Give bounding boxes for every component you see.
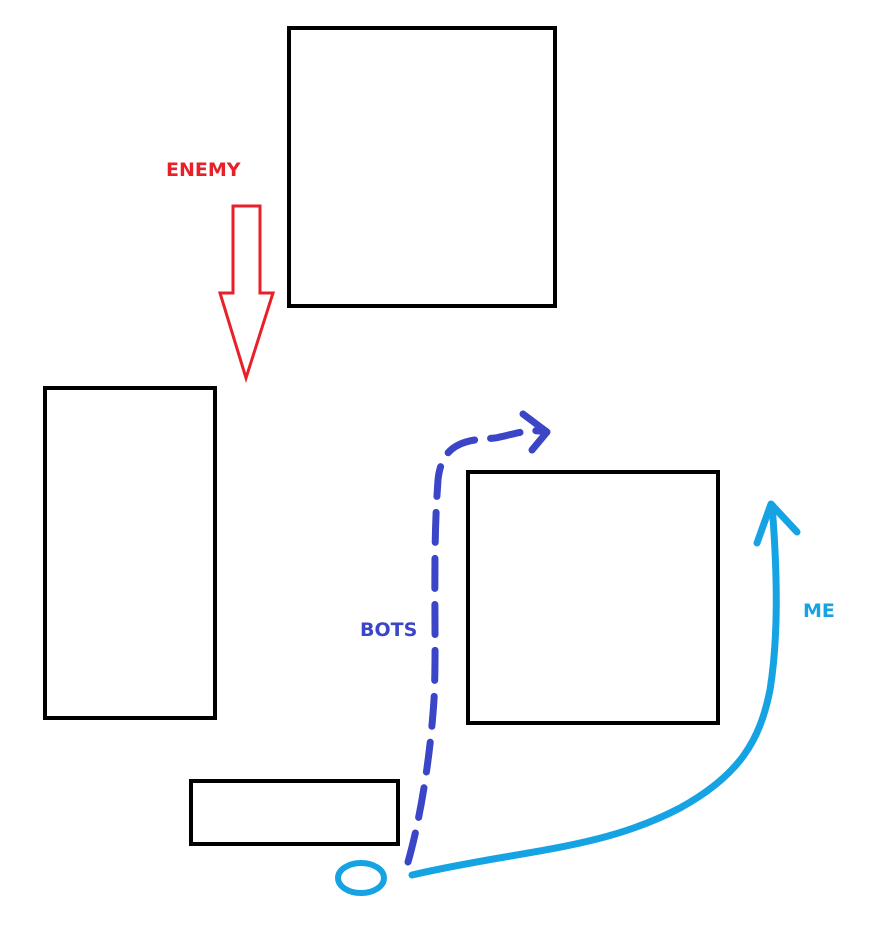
bots-arrowhead bbox=[519, 410, 551, 454]
obstacle-right-square bbox=[466, 470, 720, 725]
enemy-arrow bbox=[217, 204, 276, 384]
bots-label: BOTS bbox=[360, 619, 417, 641]
obstacle-bottom-bar bbox=[189, 779, 400, 846]
me-arrowhead bbox=[753, 500, 801, 547]
me-start-marker bbox=[335, 860, 387, 896]
obstacle-left-tall bbox=[43, 386, 217, 720]
bots-path bbox=[404, 427, 550, 866]
me-label: ME bbox=[803, 600, 835, 622]
enemy-label: ENEMY bbox=[166, 159, 241, 181]
obstacle-top-square bbox=[287, 26, 557, 308]
me-path bbox=[408, 501, 780, 879]
